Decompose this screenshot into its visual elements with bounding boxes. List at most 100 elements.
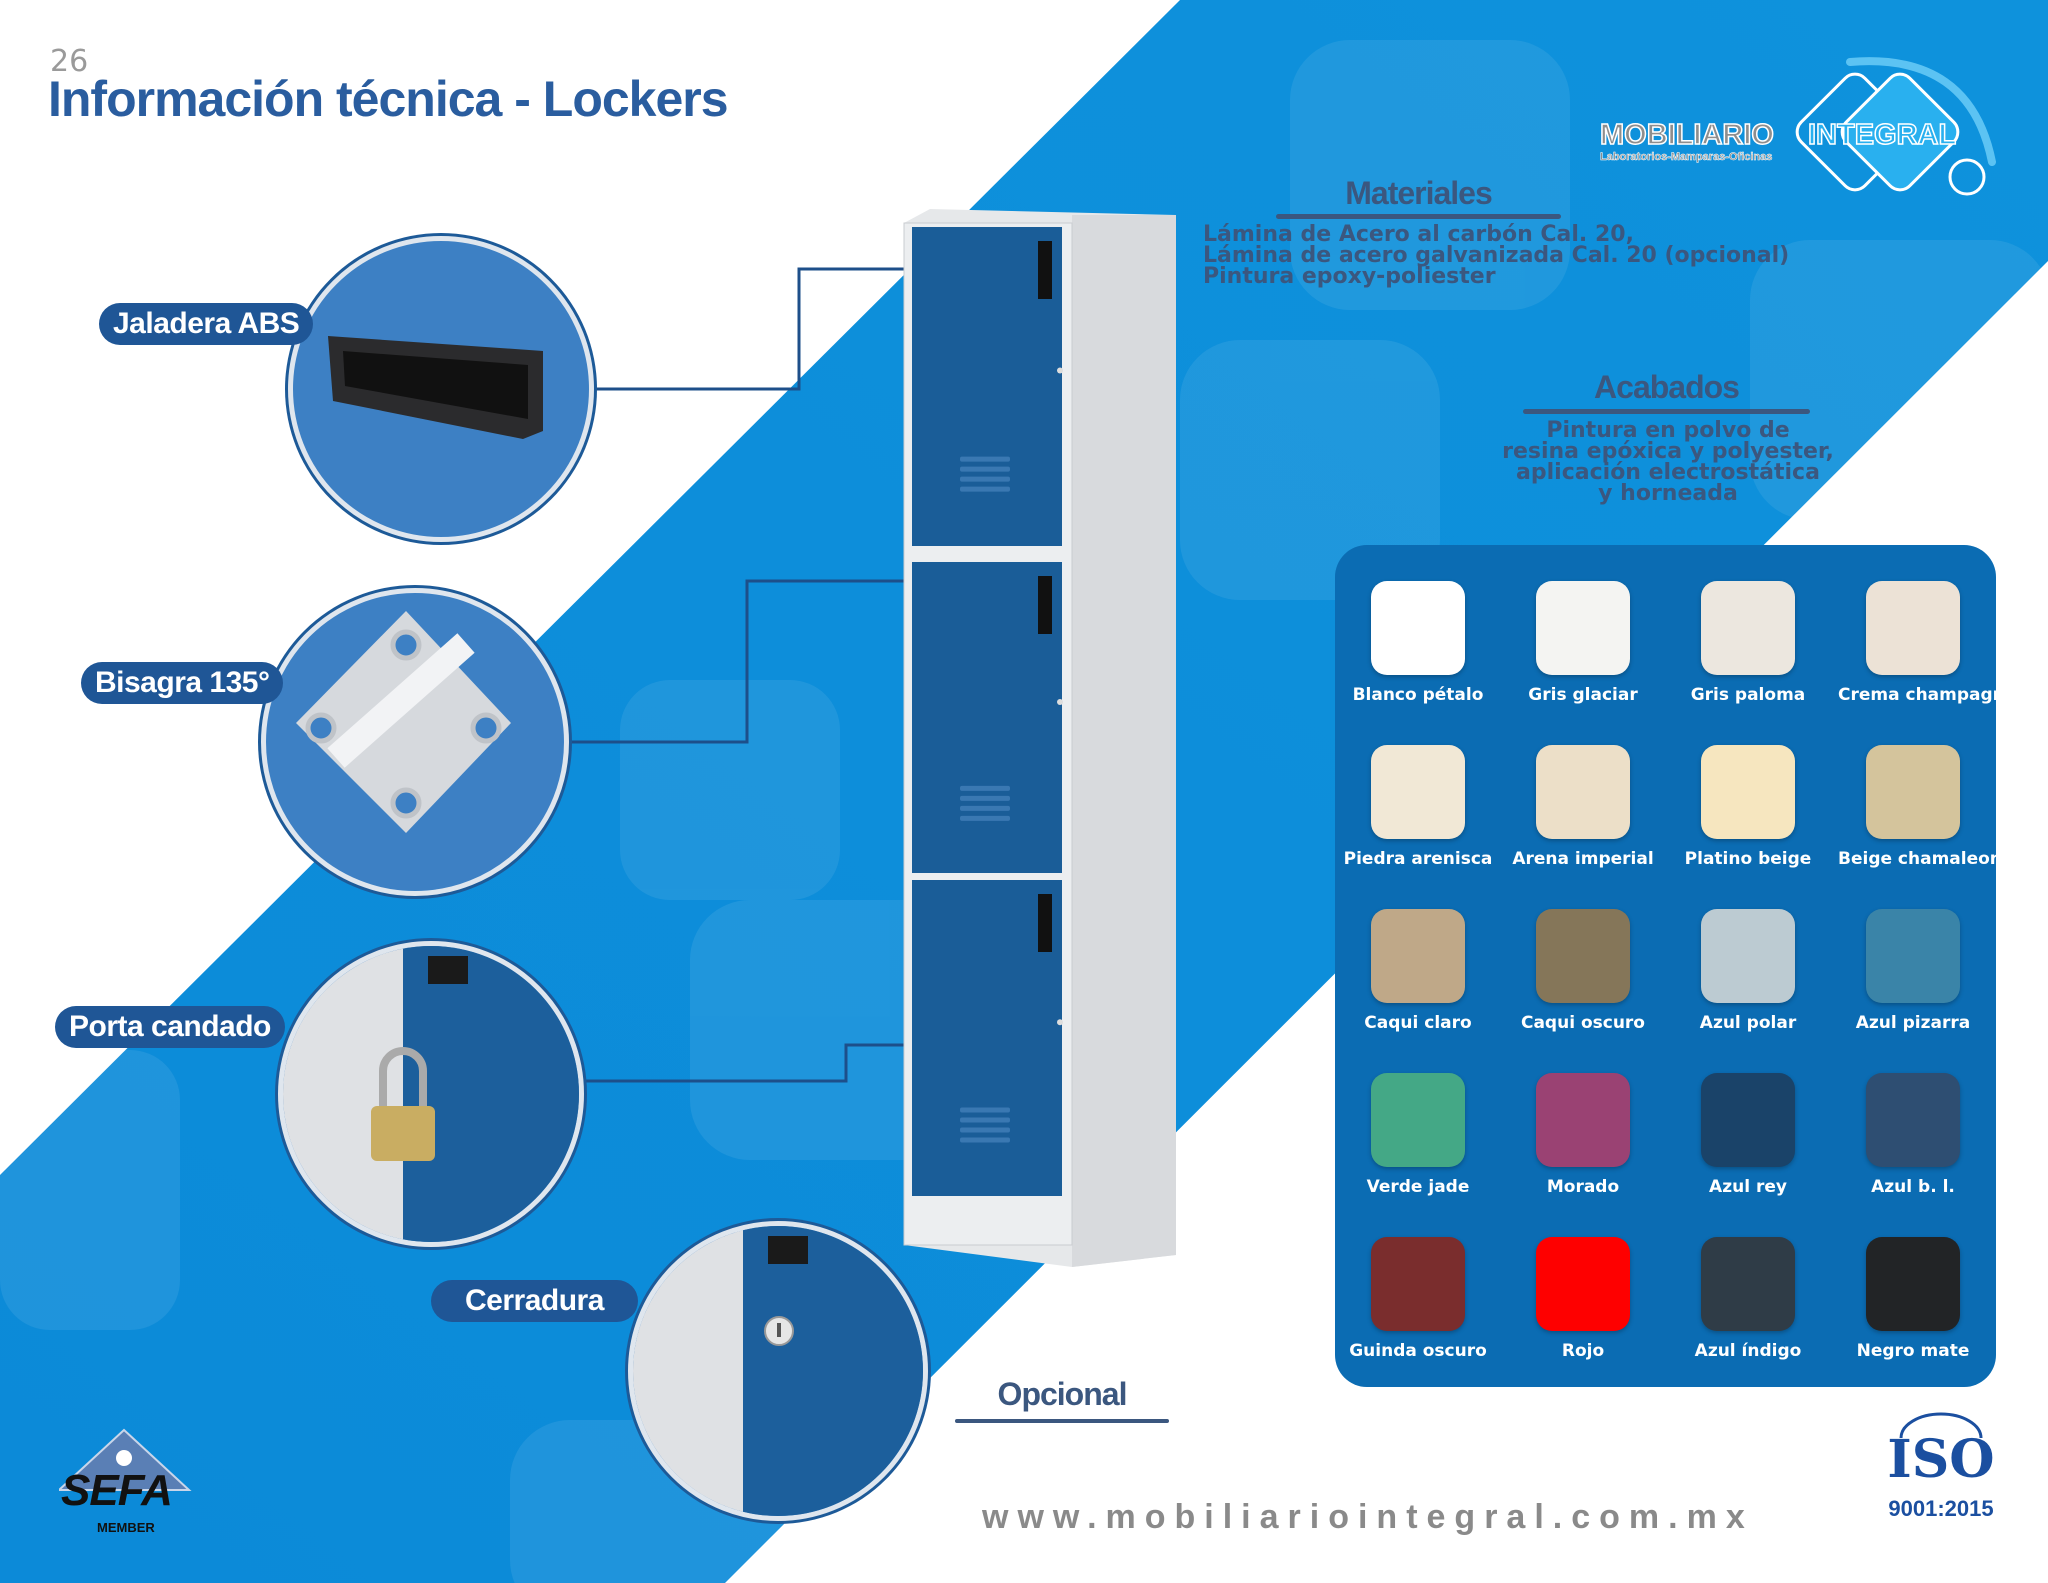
- jaladera-image: [288, 236, 594, 542]
- materiales-line: Lámina de acero galvanizada Cal. 20 (opc…: [1203, 243, 1790, 268]
- color-chip: [1536, 1237, 1630, 1331]
- color-swatch: Arena imperial: [1508, 745, 1658, 869]
- color-name: Azul rey: [1709, 1177, 1787, 1197]
- color-chip: [1536, 909, 1630, 1003]
- color-name: Gris paloma: [1690, 685, 1806, 705]
- vent-slot: [960, 1117, 1010, 1123]
- color-chip: [1866, 581, 1960, 675]
- color-name: Gris glaciar: [1528, 685, 1638, 705]
- vent-slot: [960, 476, 1010, 482]
- vent-slot: [960, 466, 1010, 472]
- iso-name: ISO: [1887, 1429, 1995, 1490]
- feature-label-porta-candado: Porta candado: [55, 1006, 285, 1048]
- color-name: Azul b. l.: [1871, 1177, 1955, 1197]
- feature-label-bisagra: Bisagra 135°: [81, 662, 284, 704]
- sefa-triangle-icon: [56, 1428, 192, 1491]
- door-handle: [1038, 241, 1052, 299]
- feature-label-jaladera: Jaladera ABS: [99, 303, 314, 345]
- materiales-title: Materiales: [1345, 175, 1493, 211]
- feature-label-cerradura: Cerradura: [431, 1280, 638, 1322]
- color-chip: [1701, 1073, 1795, 1167]
- locker-icon: [903, 209, 1176, 1267]
- locker-door: [912, 562, 1062, 873]
- sefa-sub: MEMBER: [97, 1520, 155, 1535]
- svg-text:MOBILIARIO: MOBILIARIO: [1600, 119, 1774, 151]
- opcional-underline: [955, 1419, 1169, 1423]
- color-swatch: Beige chamaleon: [1838, 745, 2002, 869]
- svg-text:Laboratorios-Mamparas-Oficinas: Laboratorios-Mamparas-Oficinas: [1600, 151, 1772, 163]
- color-name: Azul polar: [1699, 1013, 1797, 1033]
- hinge-icon: [296, 611, 511, 833]
- acabados-line: y horneada: [1598, 481, 1738, 506]
- vent-slot: [960, 1107, 1010, 1113]
- color-name: Rojo: [1561, 1341, 1605, 1361]
- locker-door: [912, 880, 1062, 1196]
- color-chip: [1701, 1237, 1795, 1331]
- color-name: Crema champagne: [1838, 685, 2017, 705]
- materiales-line: Pintura epoxy-poliester: [1203, 264, 1496, 289]
- handle-icon: [328, 336, 543, 439]
- color-swatch: Azul pizarra: [1838, 909, 1988, 1033]
- color-name: Arena imperial: [1512, 849, 1654, 869]
- color-chip: [1701, 745, 1795, 839]
- vent-slot: [960, 456, 1010, 462]
- color-swatch: Gris paloma: [1673, 581, 1823, 705]
- color-chip: [1701, 581, 1795, 675]
- sefa-name: SEFA: [61, 1466, 173, 1515]
- color-name: Azul índigo: [1694, 1341, 1802, 1361]
- materiales-underline: [1276, 214, 1561, 219]
- door-handle: [1038, 576, 1052, 634]
- locker-door: [912, 227, 1062, 546]
- page-number: 26: [50, 44, 89, 79]
- color-chip: [1371, 1237, 1465, 1331]
- acabados-line: Pintura en polvo de: [1546, 418, 1790, 443]
- color-name: Beige chamaleon: [1838, 849, 2002, 869]
- color-chip: [1866, 909, 1960, 1003]
- color-swatch: Rojo: [1508, 1237, 1658, 1361]
- color-name: Verde jade: [1366, 1177, 1470, 1197]
- color-name: Morado: [1546, 1177, 1620, 1197]
- bisagra-image: [261, 588, 569, 896]
- vent-slot: [960, 1127, 1010, 1133]
- color-swatch: Caqui claro: [1343, 909, 1493, 1033]
- color-name: Negro mate: [1856, 1341, 1970, 1361]
- materiales-text: Lámina de Acero al carbón Cal. 20, Lámin…: [1203, 222, 1790, 289]
- hinge-point: [1057, 698, 1063, 705]
- color-chip: [1371, 1073, 1465, 1167]
- lock-icon: [633, 1226, 923, 1516]
- color-name: Guinda oscuro: [1349, 1341, 1487, 1361]
- color-chip: [1701, 909, 1795, 1003]
- color-chip: [1866, 1237, 1960, 1331]
- color-palette-panel: Blanco pétalo Gris glaciar Gris paloma Crem…: [1335, 545, 2017, 1387]
- vent-slot: [960, 785, 1010, 791]
- iso-standard: 9001:2015: [1888, 1496, 1994, 1521]
- color-swatch: Caqui oscuro: [1508, 909, 1658, 1033]
- logo-mark-icon: MOBILIARIO INTEGRAL Laboratorios-Mampara…: [1599, 57, 1996, 196]
- color-swatch: Verde jade: [1343, 1073, 1493, 1197]
- color-swatch: Azul b. l.: [1838, 1073, 1988, 1197]
- color-swatch: Azul polar: [1673, 909, 1823, 1033]
- materiales-line: Lámina de Acero al carbón Cal. 20,: [1203, 222, 1634, 247]
- vent-slot: [960, 805, 1010, 811]
- color-chip: [1371, 745, 1465, 839]
- acabados-line: resina epóxica y polyester,: [1502, 439, 1834, 464]
- color-swatch: Gris glaciar: [1508, 581, 1658, 705]
- website-url: www.mobiliariointegral.com.mx: [982, 1498, 1754, 1536]
- page-title: Información técnica - Lockers: [48, 71, 729, 127]
- color-name: Blanco pétalo: [1352, 685, 1484, 705]
- color-chip: [1536, 1073, 1630, 1167]
- color-chip: [1371, 581, 1465, 675]
- cerradura-image: [628, 1221, 928, 1521]
- acabados-text: Pintura en polvo de resina epóxica y pol…: [1500, 418, 1836, 506]
- color-swatch: Azul rey: [1673, 1073, 1823, 1197]
- color-chip: [1371, 909, 1465, 1003]
- vent-slot: [960, 795, 1010, 801]
- hinge-point: [1057, 367, 1063, 374]
- color-name: Piedra arenisca: [1343, 849, 1493, 869]
- vent-slot: [960, 815, 1010, 821]
- color-swatch: Crema champagne: [1838, 581, 2017, 705]
- color-chip: [1866, 745, 1960, 839]
- door-handle: [1038, 894, 1052, 952]
- acabados-underline: [1523, 409, 1810, 414]
- color-swatch: Guinda oscuro: [1343, 1237, 1493, 1361]
